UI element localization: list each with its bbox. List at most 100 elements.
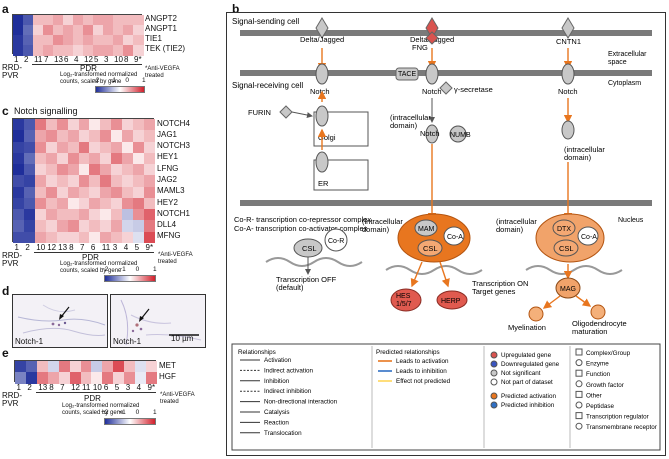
heatmap-cell xyxy=(78,175,90,188)
gene-label: NOTCH3 xyxy=(157,141,190,151)
heatmap-cell xyxy=(78,141,90,154)
heatmap-a xyxy=(12,14,144,56)
mag-to-myelination-arrow xyxy=(542,295,561,309)
mag-node[interactable] xyxy=(555,277,581,299)
delta-jagged-node-1[interactable] xyxy=(315,17,329,39)
heatmap-cell xyxy=(111,141,123,154)
dtx-node[interactable] xyxy=(552,219,576,237)
heatmap-cell xyxy=(33,25,44,36)
heatmap-cell xyxy=(83,25,94,36)
heatmap-cell xyxy=(133,119,145,131)
label-cntn1: CNTN1 xyxy=(556,37,581,46)
heatmap-cell xyxy=(100,197,112,210)
cntn1-node[interactable] xyxy=(561,17,575,39)
legend-relationship-item: Catalysis xyxy=(264,409,290,416)
heatmap-cell xyxy=(34,152,47,165)
group-separator xyxy=(32,64,142,65)
label-cor: Co-R xyxy=(328,238,344,245)
heatmap-cell xyxy=(45,197,58,210)
gene-label: NOTCH4 xyxy=(157,118,190,128)
heatmap-cell xyxy=(123,15,134,26)
column-label: 7 xyxy=(44,55,49,64)
heatmap-cell xyxy=(89,175,101,188)
fng-node[interactable] xyxy=(425,31,439,45)
heatmap-cell xyxy=(100,152,112,165)
herp-node[interactable] xyxy=(436,290,468,310)
on-to-herp-arrow xyxy=(439,261,450,288)
colorbar-tick: −2 xyxy=(101,266,109,273)
heatmap-cell xyxy=(58,361,71,373)
heatmap-cell xyxy=(34,186,47,199)
numb-node[interactable] xyxy=(449,125,467,143)
heatmap-cell xyxy=(67,209,80,221)
heatmap-cell xyxy=(23,45,34,56)
legend-shape-swatch xyxy=(575,369,583,377)
column-label: 5 xyxy=(94,55,99,64)
heatmap-cell xyxy=(13,130,25,143)
heatmap-cell xyxy=(15,361,27,373)
notch-er[interactable] xyxy=(315,151,329,173)
heatmap-cell xyxy=(122,141,134,154)
heatmap-cell xyxy=(13,141,25,154)
heatmap-cell xyxy=(23,231,36,244)
notch-receptor-3[interactable] xyxy=(561,63,575,85)
gene-label: TIE1 xyxy=(145,34,162,43)
heatmap-cell xyxy=(45,186,58,199)
notch-icd-2[interactable] xyxy=(561,120,575,140)
legend-gene-swatch xyxy=(490,369,498,377)
mam-node[interactable] xyxy=(414,219,438,237)
tace-node[interactable] xyxy=(395,67,419,81)
heatmap-cell xyxy=(69,361,82,373)
gene-label: HGF xyxy=(159,371,176,381)
heatmap-cell xyxy=(67,231,80,244)
micrograph-left-image xyxy=(17,304,106,336)
notch-golgi[interactable] xyxy=(315,105,329,127)
heatmap-cell xyxy=(93,25,104,36)
hes-node[interactable] xyxy=(390,288,422,312)
oligo-node[interactable] xyxy=(590,304,606,320)
heatmap-cell xyxy=(100,209,112,221)
label-er: ER xyxy=(318,179,329,188)
heatmap-cell xyxy=(63,15,74,26)
heatmap-cell xyxy=(13,231,25,244)
heatmap-cell xyxy=(43,25,54,36)
legend-gene-swatch xyxy=(490,378,498,386)
heatmap-cell xyxy=(122,220,134,233)
coa-node-1[interactable] xyxy=(443,226,465,246)
heatmap-cell xyxy=(93,15,104,26)
heatmap-e-scale-label: Log₂-transformed normalized counts, scal… xyxy=(62,403,140,416)
heatmap-cell xyxy=(53,25,64,36)
csl-node-on[interactable] xyxy=(417,239,443,257)
heatmap-cell xyxy=(133,152,145,165)
notch-icd[interactable] xyxy=(425,124,439,144)
micrograph-right: Notch-1 10 µm xyxy=(110,294,206,348)
notch-receptor-1[interactable] xyxy=(315,63,329,85)
coa-node-2[interactable] xyxy=(577,226,599,246)
heatmap-cell xyxy=(73,15,84,26)
heatmap-cell xyxy=(111,186,123,199)
heatmap-cell xyxy=(111,175,123,188)
column-label: 4 xyxy=(74,55,79,64)
heatmap-cell xyxy=(111,197,123,210)
csl-node-dtx[interactable] xyxy=(553,239,579,257)
legend-shape-swatch xyxy=(575,401,583,409)
myelination-node[interactable] xyxy=(528,306,544,322)
gamma-secretase-node[interactable] xyxy=(439,81,453,95)
legend-shape-item: Growth factor xyxy=(586,382,624,389)
gene-label: MET xyxy=(159,360,176,370)
column-label: 4 xyxy=(123,243,129,252)
heatmap-cell xyxy=(100,141,112,154)
notch-pathway-diagram: Signal-sending cell Signal-receiving cel… xyxy=(226,12,666,456)
heatmap-cell xyxy=(89,231,101,244)
heatmap-cell xyxy=(144,119,156,131)
heatmap-cell xyxy=(56,141,69,154)
heatmap-cell xyxy=(56,119,69,131)
heatmap-e-pdr-label: PDR xyxy=(84,394,101,403)
heatmap-cell xyxy=(23,152,36,165)
column-label: 5 xyxy=(114,383,120,392)
notch-receptor-2[interactable] xyxy=(425,63,439,85)
cor-node[interactable] xyxy=(324,228,348,252)
